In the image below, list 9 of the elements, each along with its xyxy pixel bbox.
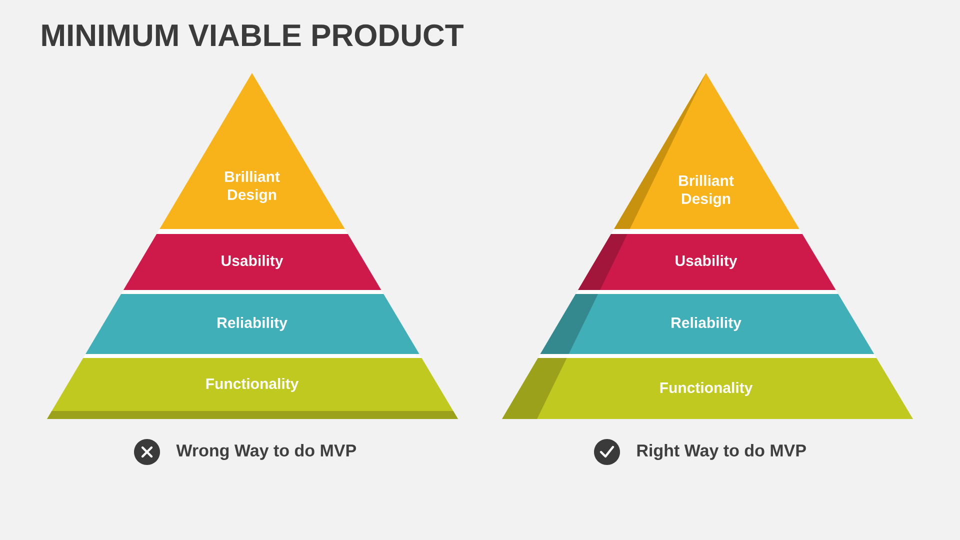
caption: Wrong Way to do MVP <box>176 444 356 460</box>
pyramid-layer: Reliability <box>86 294 420 354</box>
pyramid-layer: Usability <box>123 234 382 290</box>
caption: Right Way to do MVP <box>637 444 806 460</box>
pyramid-layer: Reliability <box>540 294 874 354</box>
pyramid-layer: Usability <box>578 234 836 290</box>
title: MINIMUM VIABLE PRODUCT <box>42 24 464 46</box>
pyramid-layer: Brilliant Design <box>160 73 345 229</box>
pyramid-layer: Brilliant Design <box>614 73 800 229</box>
